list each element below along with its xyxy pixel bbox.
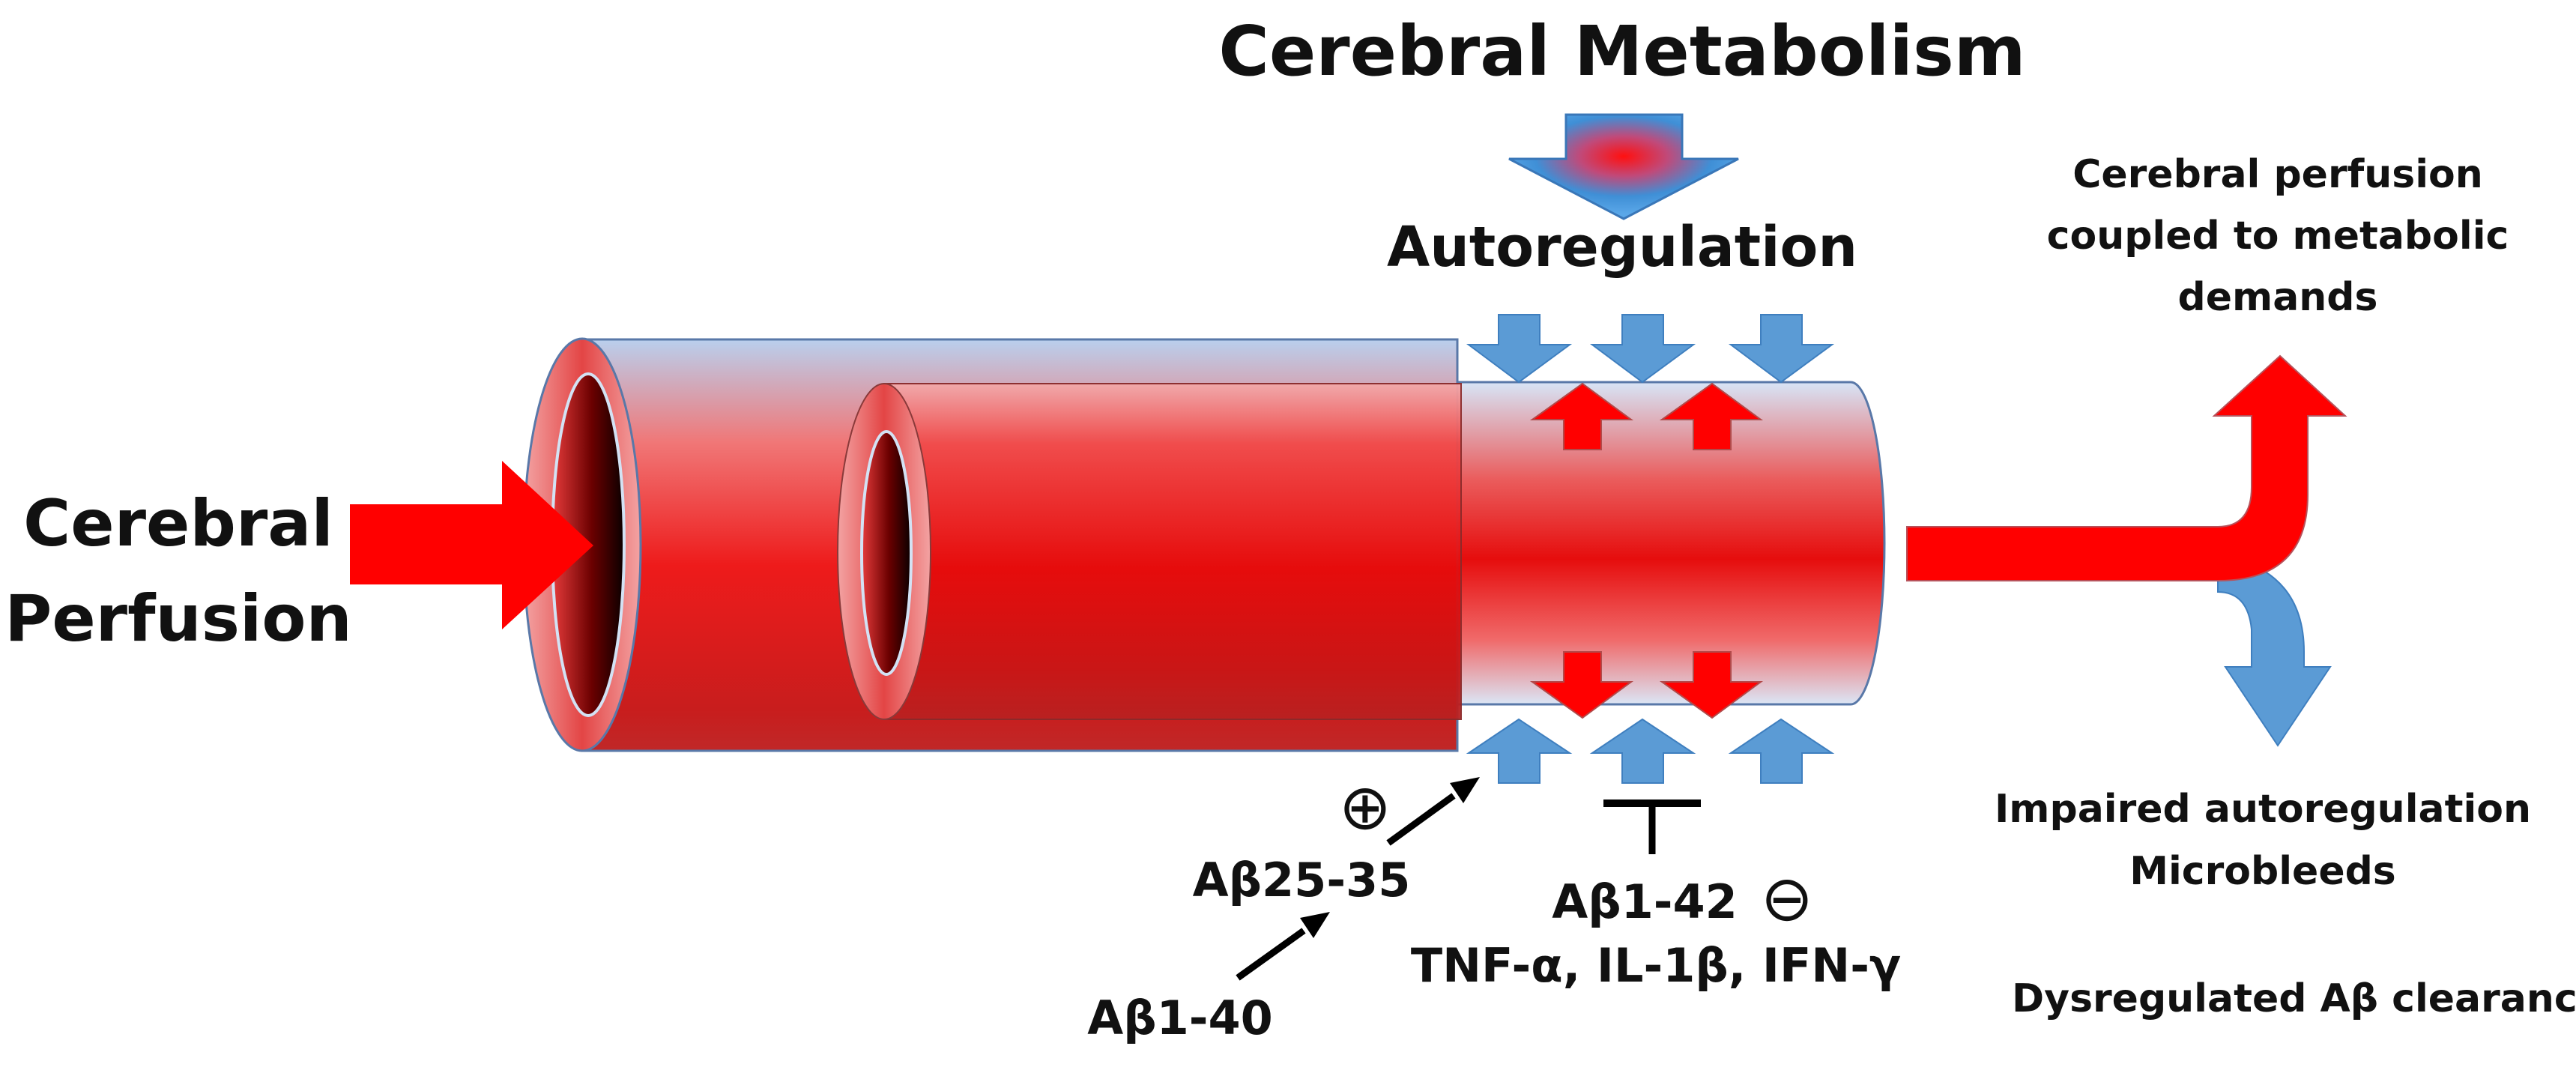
- coupled-outcome-line1: Cerebral perfusion: [2072, 152, 2483, 197]
- coupled-outcome-line3: demands: [2178, 275, 2378, 320]
- blue-down-arrow: [1728, 314, 1835, 384]
- diagram-title: Cerebral Metabolism: [1218, 11, 2025, 91]
- ab25-35-arrow-head: [1450, 777, 1480, 803]
- plus-symbol: ⊕: [1339, 770, 1391, 844]
- bottom-red-arrows: [1529, 651, 1764, 719]
- ab25-35-label: Aβ25-35: [1193, 853, 1411, 907]
- impaired-branch-arrow: [2217, 553, 2332, 747]
- coupled-branch-arrow: [1906, 354, 2347, 581]
- output-split-arrow: [1906, 354, 2347, 747]
- vessel-inner-lumen: [860, 430, 913, 676]
- ab1-42-label: Aβ1-42: [1552, 874, 1738, 929]
- impaired-outcome-line1: Impaired autoregulation: [1995, 787, 2531, 832]
- coupled-outcome-line2: coupled to metabolic: [2047, 214, 2509, 259]
- top-red-arrows: [1529, 382, 1764, 450]
- blue-up-arrow: [1466, 718, 1573, 784]
- ab1-40-label: Aβ1-40: [1087, 991, 1273, 1045]
- ab1-40-arrow-head: [1300, 912, 1330, 938]
- ab25-35-arrow-line: [1386, 793, 1456, 846]
- red-up-arrow: [1659, 382, 1764, 450]
- blue-down-arrow: [1466, 314, 1573, 384]
- autoregulation-label: Autoregulation: [1387, 215, 1857, 279]
- cytokines-label: TNF-α, IL-1β, IFN-γ: [1411, 938, 1901, 993]
- input-label-line2: Perfusion: [4, 581, 351, 656]
- perfusion-input-arrow: [350, 461, 593, 629]
- red-up-arrow: [1529, 382, 1634, 450]
- ab1-40-arrow-line: [1236, 928, 1306, 981]
- bottom-blue-arrows: [1466, 718, 1835, 784]
- vessel-autoregulated-segment: [1456, 381, 1886, 706]
- metabolism-arrow: [1508, 113, 1739, 220]
- vessel-inner-tube: [883, 383, 1462, 720]
- minus-symbol: ⊖: [1761, 862, 1813, 935]
- top-blue-arrows: [1466, 314, 1835, 384]
- impaired-outcome-line2: Microbleeds: [2129, 849, 2396, 894]
- impaired-outcome-line3: Dysregulated Aβ clearance: [2012, 976, 2576, 1021]
- blue-down-arrow: [1589, 314, 1696, 384]
- red-down-arrow: [1529, 651, 1634, 719]
- blue-up-arrow: [1728, 718, 1835, 784]
- red-down-arrow: [1659, 651, 1764, 719]
- input-label-line1: Cerebral: [23, 486, 333, 561]
- blue-up-arrow: [1589, 718, 1696, 784]
